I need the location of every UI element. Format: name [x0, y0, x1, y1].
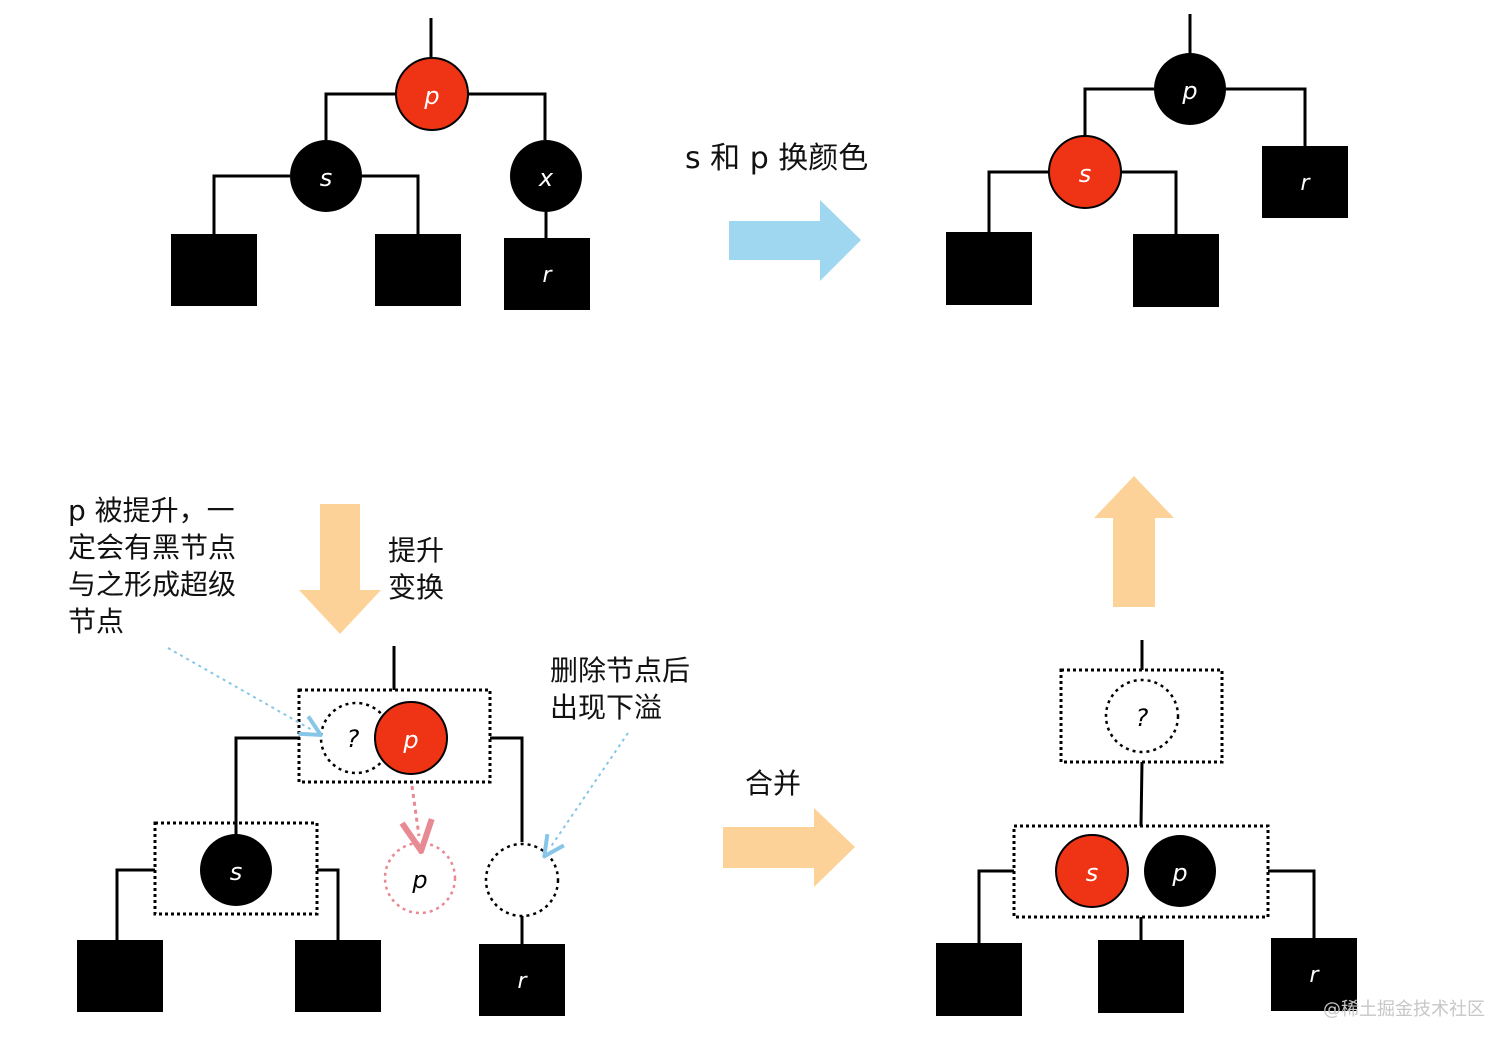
node-p-red [395, 57, 469, 131]
underflow-caption: 出现下溢 [550, 691, 662, 724]
leaf-black [946, 232, 1032, 305]
top-left-tree: p s x r [171, 18, 590, 310]
node-p-black [1154, 53, 1226, 125]
unknown-node-label: ? [1136, 704, 1149, 732]
node-p-label: p [1171, 859, 1187, 887]
bottom-left-tree: ? p s p r [77, 646, 629, 1016]
bottom-right-tree: ? s p r [936, 640, 1357, 1016]
leaf-black [171, 234, 257, 306]
transform-caption: 变换 [388, 571, 444, 604]
node-s-black [200, 834, 272, 906]
swap-colors-caption: s 和 p 换颜色 [685, 141, 868, 176]
leaf-black [1098, 940, 1184, 1013]
unknown-node-label: ? [347, 725, 360, 753]
node-p-black [1144, 835, 1216, 907]
annotation-line: 节点 [68, 605, 124, 638]
node-p-label: p [402, 726, 418, 754]
leaf-r [1262, 146, 1348, 218]
ghost-node-p [383, 841, 457, 915]
up-arrow-orange [1094, 476, 1174, 607]
node-p-red [374, 701, 448, 775]
leaf-black [295, 940, 381, 1012]
down-arrow-orange [299, 504, 381, 634]
leaf-r [1271, 938, 1357, 1011]
node-s-label: s [1086, 859, 1099, 887]
leaf-black [936, 943, 1022, 1016]
node-p-label: p [423, 82, 439, 110]
promote-caption: 提升 [388, 534, 444, 567]
node-p-label: p [1181, 77, 1197, 105]
leaf-r-label: r [517, 969, 528, 994]
annotation-line: 定会有黑节点 [68, 531, 236, 564]
watermark: @稀土掘金技术社区 [1323, 999, 1485, 1020]
unknown-node [1104, 678, 1180, 754]
annotation-line: p 被提升，一 [68, 494, 235, 527]
leaf-black [1133, 234, 1219, 307]
leaf-r-label: r [1300, 171, 1311, 196]
node-s-label: s [230, 858, 243, 886]
ghost-node-p-label: p [411, 866, 427, 894]
leaf-r [479, 944, 565, 1016]
underflow-caption: 删除节点后 [550, 654, 690, 687]
node-s-red [1055, 834, 1129, 908]
super-node-box [1012, 824, 1270, 919]
node-s-label: s [320, 164, 333, 192]
super-node-box [153, 821, 319, 916]
super-node-box [1059, 668, 1224, 764]
annotation-line: 与之形成超级 [68, 568, 236, 601]
super-node-box [297, 688, 492, 784]
merge-caption: 合并 [745, 767, 801, 800]
right-arrow-blue [729, 200, 861, 281]
node-x-black [510, 140, 582, 212]
leaf-black [77, 940, 163, 1012]
node-x-label: x [538, 164, 554, 192]
right-arrow-orange [723, 808, 855, 887]
leaf-r-label: r [542, 263, 553, 288]
node-s-red [1048, 135, 1122, 209]
leaf-r-label: r [1309, 963, 1320, 988]
top-right-tree: p s r [946, 14, 1348, 307]
blue-dotted-arrow [550, 732, 629, 848]
blue-dotted-arrow [167, 647, 312, 730]
leaf-r [504, 238, 590, 310]
pink-dotted-arrow [412, 785, 419, 836]
node-s-label: s [1079, 160, 1092, 188]
empty-node [484, 842, 560, 918]
leaf-black [375, 234, 461, 306]
node-s-black [290, 140, 362, 212]
